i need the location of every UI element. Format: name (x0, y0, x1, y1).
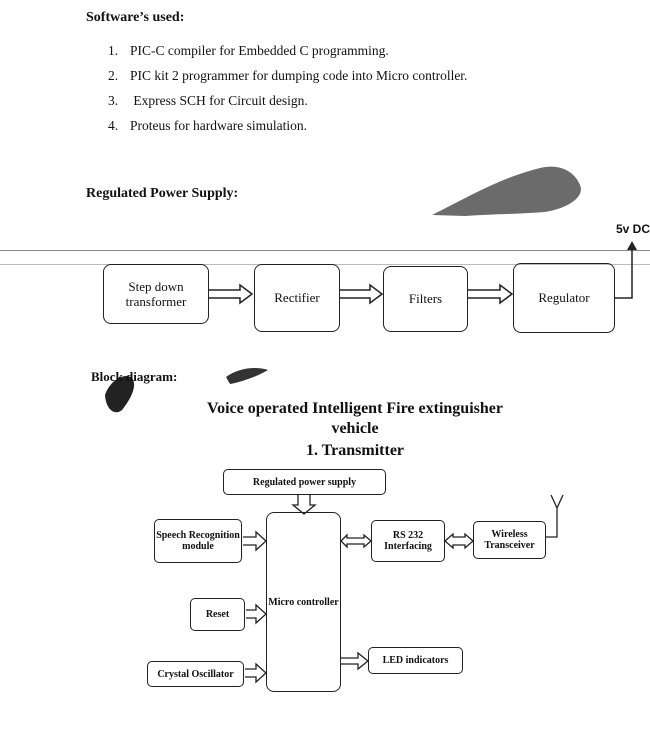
diagram-title: Voice operated Intelligent Fire extingui… (207, 400, 503, 417)
list-item: 2.PIC kit 2 programmer for dumping code … (108, 68, 468, 83)
reset-block: Reset (190, 598, 245, 631)
rectifier-block: Rectifier (254, 264, 340, 332)
regulator-block: Regulator (513, 263, 615, 333)
micro-controller-block: Micro controller (266, 512, 341, 692)
software-list: 1.PIC-C compiler for Embedded C programm… (108, 42, 467, 142)
diagram-section-title: 1. Transmitter (305, 442, 405, 459)
power-supply-heading: Regulated Power Supply: (86, 186, 239, 201)
crystal-oscillator-block: Crystal Oscillator (147, 661, 244, 687)
output-label: 5v DC (616, 222, 650, 236)
list-item: 1.PIC-C compiler for Embedded C programm… (108, 43, 389, 58)
scan-line (0, 250, 650, 251)
led-indicators-block: LED indicators (368, 647, 463, 674)
step-down-transformer-block: Step down transformer (103, 264, 209, 324)
regulated-power-supply-block: Regulated power supply (223, 469, 386, 495)
filters-block: Filters (383, 266, 468, 332)
software-heading: Software’s used: (86, 10, 185, 25)
list-item: 3. Express SCH for Circuit design. (108, 93, 308, 108)
diagram-subtitle: vehicle (331, 420, 379, 437)
list-item: 4.Proteus for hardware simulation. (108, 118, 307, 133)
speech-recognition-block: Speech Recognition module (154, 519, 242, 563)
block-diagram-heading: Block diagram: (91, 369, 178, 384)
wireless-transceiver-block: Wireless Transceiver (473, 521, 546, 559)
